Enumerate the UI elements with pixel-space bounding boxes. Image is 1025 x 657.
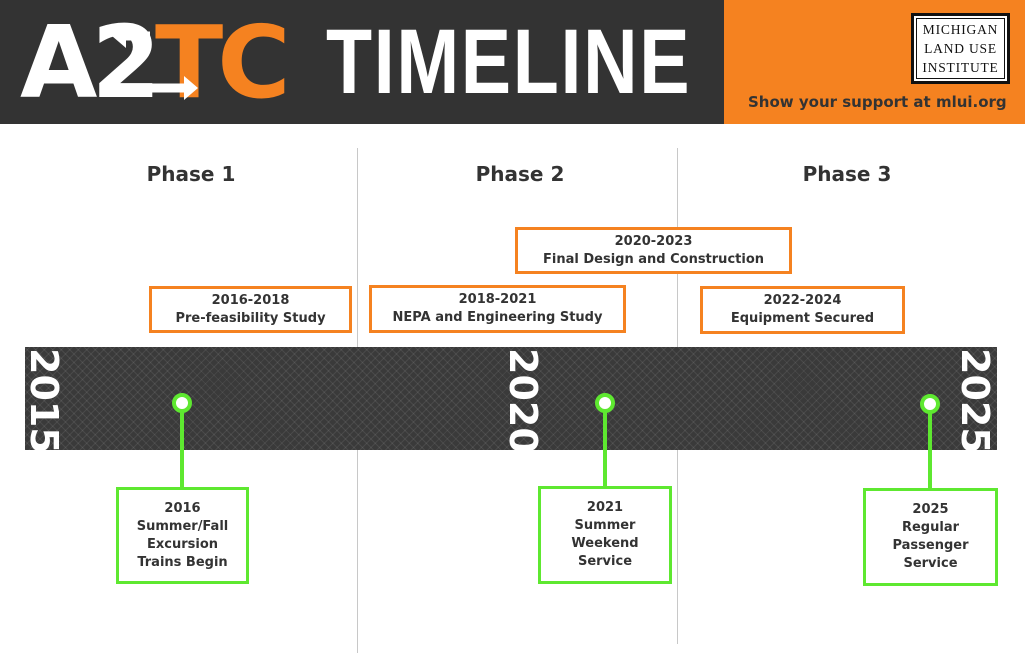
year-label: 2015 xyxy=(22,348,66,454)
milestone-line: Summer/Fall xyxy=(136,518,229,534)
activity-years: 2020-2023 xyxy=(614,233,693,249)
milestone-stem xyxy=(180,411,184,488)
activity-years: 2016-2018 xyxy=(211,292,290,308)
header-bar: A2TC TIMELINE xyxy=(0,0,724,124)
milestone-box: 2025 Regular Passenger Service xyxy=(863,488,998,586)
activity-label: NEPA and Engineering Study xyxy=(392,310,603,325)
milestone-line: Service xyxy=(903,556,958,571)
page-title: TIMELINE xyxy=(326,11,692,113)
milestone-dot xyxy=(172,393,192,413)
mlui-logo-line: INSTITUTE xyxy=(922,59,999,75)
milestone-stem xyxy=(603,411,607,487)
milestone-line: Weekend xyxy=(571,536,639,551)
activity-label: Final Design and Construction xyxy=(543,251,764,267)
milestone-line: Excursion xyxy=(146,536,219,552)
year-label: 2025 xyxy=(953,348,997,454)
milestone-line: Summer xyxy=(574,518,636,533)
milestone-line: 2025 xyxy=(912,502,949,517)
activity-label: Equipment Secured xyxy=(730,311,875,326)
phase-2-heading: Phase 2 xyxy=(475,162,565,186)
activity-box: 2016-2018 Pre-feasibility Study xyxy=(149,286,352,333)
milestone-stem xyxy=(928,412,932,489)
year-label: 2020 xyxy=(501,348,545,454)
activity-years: 2022-2024 xyxy=(763,293,842,308)
milestone-dot xyxy=(595,393,615,413)
milestone-box: 2021 Summer Weekend Service xyxy=(538,486,672,584)
milestone-dot xyxy=(920,394,940,414)
mlui-logo-line: MICHIGAN xyxy=(922,21,999,37)
activity-box: 2018-2021 NEPA and Engineering Study xyxy=(369,285,626,333)
support-link[interactable]: Show your support at mlui.org xyxy=(748,93,1007,111)
activity-years: 2018-2021 xyxy=(458,292,537,307)
a2tc-logo: A2TC xyxy=(20,4,291,121)
phase-3-heading: Phase 3 xyxy=(802,162,892,186)
milestone-line: 2016 xyxy=(164,500,201,516)
activity-box: 2020-2023 Final Design and Construction xyxy=(515,227,792,274)
milestone-line: 2021 xyxy=(586,500,624,515)
mlui-logo: MICHIGAN LAND USE INSTITUTE xyxy=(911,13,1010,84)
activity-label: Pre-feasibility Study xyxy=(175,310,326,326)
activity-box: 2022-2024 Equipment Secured xyxy=(700,286,905,334)
mlui-logo-line: LAND USE xyxy=(924,40,997,56)
milestone-line: Service xyxy=(577,554,633,569)
milestone-line: Trains Begin xyxy=(137,554,228,570)
phase-1-heading: Phase 1 xyxy=(146,162,236,186)
milestone-line: Passenger xyxy=(892,538,969,553)
milestone-line: Regular xyxy=(901,520,960,535)
milestone-box: 2016 Summer/Fall Excursion Trains Begin xyxy=(116,487,249,584)
